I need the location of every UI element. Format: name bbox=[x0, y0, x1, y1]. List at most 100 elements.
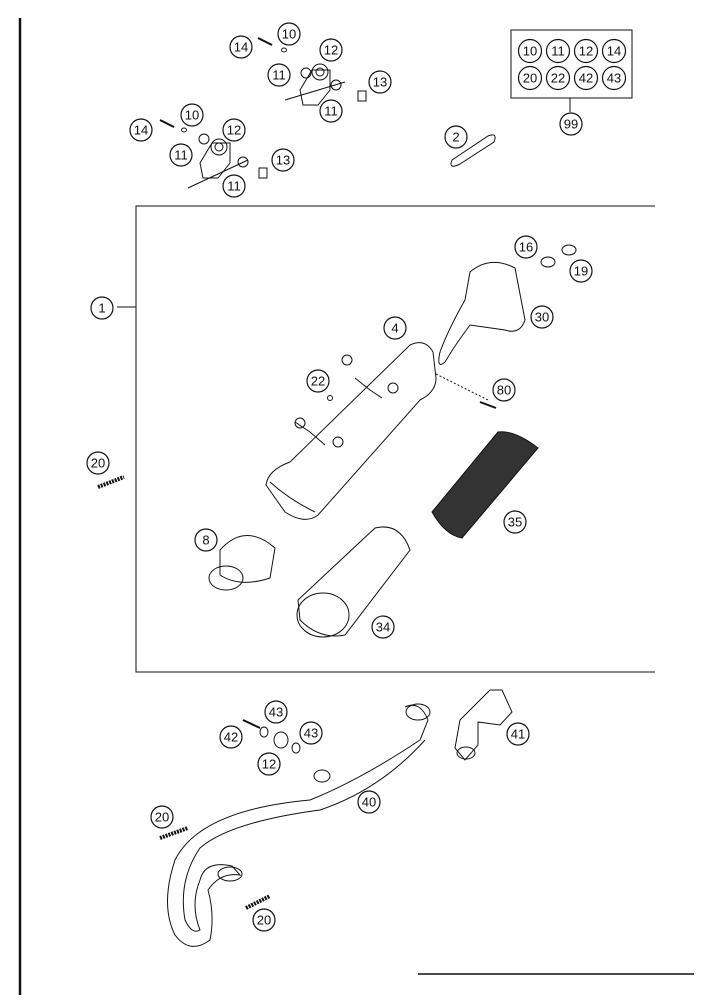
callout-circle bbox=[219, 725, 243, 749]
callout-circle bbox=[277, 22, 301, 46]
callout-circle bbox=[129, 118, 153, 142]
callout-label: 10 bbox=[185, 108, 199, 123]
callout-circle bbox=[229, 35, 253, 59]
callout-label: 40 bbox=[362, 795, 376, 810]
callout-circle bbox=[545, 65, 571, 91]
callout-11: 11 bbox=[222, 174, 246, 198]
callout-label: 10 bbox=[282, 27, 296, 42]
gasket-2 bbox=[450, 134, 496, 167]
callout-10: 10 bbox=[277, 22, 301, 46]
callout-16: 16 bbox=[514, 235, 538, 259]
callout-label: 20 bbox=[257, 913, 271, 928]
callout-19: 19 bbox=[569, 259, 593, 283]
callout-circle bbox=[222, 174, 246, 198]
kit-item-label: 42 bbox=[579, 71, 593, 86]
connector-pipe bbox=[454, 689, 513, 761]
callout-circle bbox=[319, 38, 343, 62]
callout-13: 13 bbox=[368, 70, 392, 94]
callout-circle bbox=[517, 38, 543, 64]
callout-circle bbox=[383, 316, 407, 340]
callout-circle bbox=[573, 38, 599, 64]
callout-label: 43 bbox=[269, 705, 283, 720]
callout-13: 13 bbox=[271, 148, 295, 172]
callout-circle bbox=[514, 235, 538, 259]
callout-label: 99 bbox=[564, 117, 578, 132]
callout-80: 80 bbox=[492, 378, 516, 402]
callout-label: 13 bbox=[276, 153, 290, 168]
callout-circle bbox=[319, 99, 343, 123]
callout-label: 12 bbox=[324, 43, 338, 58]
callout-circle bbox=[257, 752, 281, 776]
callout-circle bbox=[444, 125, 468, 149]
callout-22: 22 bbox=[306, 369, 330, 393]
callout-label: 43 bbox=[304, 726, 318, 741]
silencer-assembly-frame bbox=[135, 205, 655, 673]
kit-item-label: 14 bbox=[607, 44, 621, 59]
kit-item-12: 12 bbox=[573, 38, 599, 64]
callout-label: 30 bbox=[535, 310, 549, 325]
callout-circle bbox=[559, 112, 583, 136]
callout-label: 14 bbox=[234, 40, 248, 55]
callout-label: 11 bbox=[324, 104, 338, 119]
spring-20-lower bbox=[159, 826, 271, 910]
kit-item-label: 22 bbox=[551, 71, 565, 86]
kit-item-11: 11 bbox=[545, 38, 571, 64]
inner-tube bbox=[296, 526, 411, 638]
callout-20: 20 bbox=[150, 805, 174, 829]
callout-4: 4 bbox=[383, 316, 407, 340]
silencer-packing-wool bbox=[431, 431, 539, 539]
callout-circle bbox=[601, 38, 627, 64]
callout-circle bbox=[569, 259, 593, 283]
callout-label: 80 bbox=[497, 383, 511, 398]
kit-item-42: 42 bbox=[573, 65, 599, 91]
callout-circle bbox=[299, 721, 323, 745]
callout-circle bbox=[545, 38, 571, 64]
kit-item-22: 22 bbox=[545, 65, 571, 91]
callout-8: 8 bbox=[194, 528, 218, 552]
callout-41: 41 bbox=[506, 722, 530, 746]
callout-label: 12 bbox=[262, 757, 276, 772]
spring-20 bbox=[97, 475, 125, 489]
kit-item-label: 43 bbox=[607, 71, 621, 86]
callout-43: 43 bbox=[299, 721, 323, 745]
callout-label: 11 bbox=[174, 148, 188, 163]
callout-11: 11 bbox=[267, 63, 291, 87]
callout-label: 14 bbox=[134, 123, 148, 138]
callout-43: 43 bbox=[264, 700, 288, 724]
callout-label: 16 bbox=[519, 240, 533, 255]
callout-circle bbox=[357, 790, 381, 814]
callout-label: 8 bbox=[202, 533, 209, 548]
callout-10: 10 bbox=[180, 103, 204, 127]
callout-label: 20 bbox=[91, 456, 105, 471]
kit-box-99 bbox=[510, 29, 633, 99]
header-mount-hardware bbox=[242, 719, 301, 754]
kit-item-10: 10 bbox=[517, 38, 543, 64]
kit-item-14: 14 bbox=[601, 38, 627, 64]
kit-item-label: 11 bbox=[551, 44, 565, 59]
kit-box-contents: 10 11 12 14 20 22 42 43 bbox=[517, 38, 627, 91]
mounting-bracket-lower bbox=[159, 119, 268, 189]
callout-label: 34 bbox=[376, 620, 390, 635]
kit-item-20: 20 bbox=[517, 65, 543, 91]
inlet-cap bbox=[208, 535, 276, 591]
callout-circle bbox=[252, 908, 276, 932]
callout-99: 99 bbox=[559, 112, 583, 136]
callout-label: 1 bbox=[98, 301, 105, 316]
callout-label: 35 bbox=[508, 515, 522, 530]
callout-circle bbox=[601, 65, 627, 91]
callout-label: 42 bbox=[224, 730, 238, 745]
callout-40: 40 bbox=[357, 790, 381, 814]
callout-circle bbox=[503, 510, 527, 534]
mounting-bracket-upper bbox=[257, 37, 367, 106]
kit-item-label: 12 bbox=[579, 44, 593, 59]
callout-1: 1 bbox=[90, 296, 114, 320]
callout-label: 41 bbox=[511, 727, 525, 742]
callout-circle bbox=[90, 296, 114, 320]
callout-label: 13 bbox=[373, 75, 387, 90]
callout-label: 4 bbox=[391, 321, 398, 336]
callout-label: 11 bbox=[227, 179, 241, 194]
callout-14: 14 bbox=[129, 118, 153, 142]
callout-label: 11 bbox=[272, 68, 286, 83]
